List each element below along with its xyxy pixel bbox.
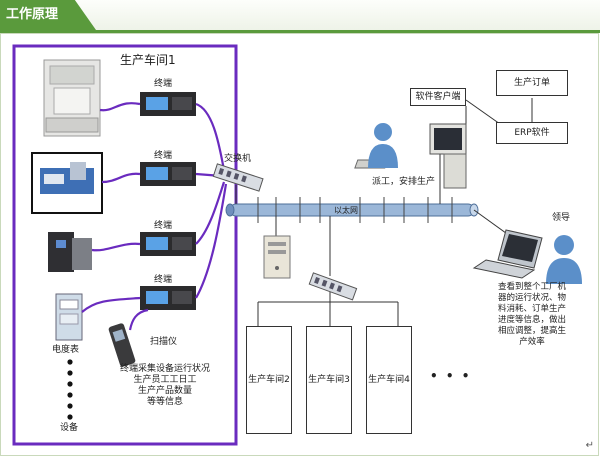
more-devices-dots xyxy=(67,359,73,420)
collection-note-line: 生产产品数量 xyxy=(137,386,192,396)
terminal-label: 终端 xyxy=(154,275,173,285)
switch-label: 交换机 xyxy=(224,154,252,164)
paragraph-mark: ↵ xyxy=(585,440,594,451)
header-bar: 工作原理 xyxy=(0,0,600,30)
meter-label: 电度表 xyxy=(52,345,80,355)
lathe-machine-icon xyxy=(48,232,92,272)
terminal-icon xyxy=(140,162,196,186)
terminal-icon xyxy=(140,92,196,116)
scanner-icon xyxy=(108,323,136,367)
terminal-label: 终端 xyxy=(154,151,173,161)
scanner-label: 扫描仪 xyxy=(150,337,178,347)
leader-note-line: 产效率 xyxy=(519,337,545,347)
collection-note-line: 终端采集设备运行状况 xyxy=(119,364,210,374)
software-client-box: 软件客户端 xyxy=(410,88,466,106)
more-workshops-ellipsis: • • • xyxy=(430,369,472,383)
switch-icon xyxy=(308,272,358,301)
switch-icon xyxy=(212,163,264,192)
collection-note-line: 等等信息 xyxy=(146,397,183,407)
leader-note-line: 查看到整个工厂机 xyxy=(497,282,566,292)
leader-note-line: 料消耗、订单生产 xyxy=(497,304,566,314)
terminal-label: 终端 xyxy=(154,79,173,89)
workshop-box: 生产车间2 xyxy=(246,326,292,434)
workshop-box: 生产车间4 xyxy=(366,326,412,434)
terminal-icon xyxy=(140,232,196,256)
erp-software-box: ERP软件 xyxy=(496,122,568,144)
collection-note: 终端采集设备运行状况 生产员工工日工 生产产品数量 等等信息 xyxy=(110,364,220,408)
leader-label: 领导 xyxy=(552,213,571,223)
terminal-icon xyxy=(140,286,196,310)
collection-note-line: 生产员工工日工 xyxy=(133,375,197,385)
leader-note: 查看到整个工厂机 器的运行状况、物 料消耗、订单生产 进度等信息，做出 相应调整… xyxy=(482,282,582,348)
header-divider xyxy=(0,30,600,33)
network-lines xyxy=(235,98,533,326)
electric-meter-icon xyxy=(55,293,83,341)
laptop-icon xyxy=(472,229,543,279)
diagram-frame xyxy=(0,33,599,456)
workshop1-title: 生产车间1 xyxy=(120,53,176,67)
dispatch-label: 派工，安排生产 xyxy=(372,177,436,187)
person-icon xyxy=(368,123,398,168)
cnc-machine-icon xyxy=(31,152,103,214)
server-icon xyxy=(263,235,291,279)
ethernet-bar xyxy=(225,203,479,217)
device-cables xyxy=(81,102,228,331)
person-icon xyxy=(546,235,582,284)
workshop-box: 生产车间3 xyxy=(306,326,352,434)
leader-note-line: 器的运行状况、物 xyxy=(497,293,566,303)
ethernet-label: 以太网 xyxy=(334,206,358,215)
terminal-label: 终端 xyxy=(154,221,173,231)
computer-icon xyxy=(354,123,467,189)
equipment-label: 设备 xyxy=(60,423,79,433)
leader-note-line: 相应调整，提高生 xyxy=(497,326,566,336)
leader-note-line: 进度等信息，做出 xyxy=(497,315,566,325)
press-machine-icon xyxy=(43,59,101,137)
production-order-box: 生产订单 xyxy=(496,70,568,96)
workshop1-border xyxy=(12,44,238,446)
